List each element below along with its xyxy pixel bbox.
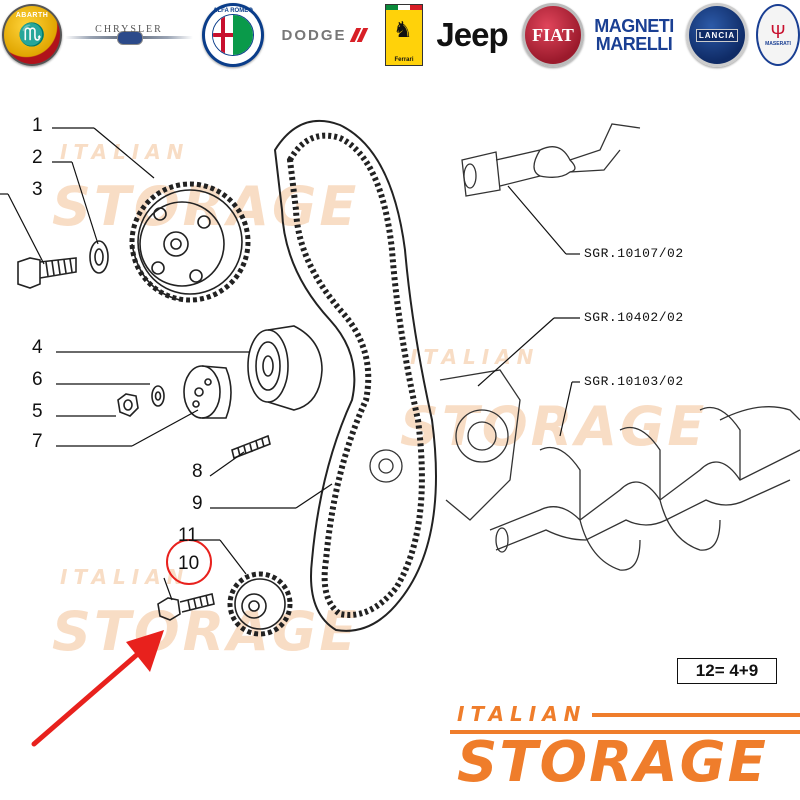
callout-5: 5 <box>32 401 43 422</box>
lancia-logo: LANCIA <box>686 3 748 67</box>
jeep-logo: Jeep <box>428 4 516 66</box>
marelli-label: MARELLI <box>595 34 673 54</box>
crank-bolt <box>157 593 215 621</box>
ref-crankshaft: SGR.10103/02 <box>584 374 684 389</box>
callout-9: 9 <box>192 493 203 514</box>
callout-2: 2 <box>32 147 43 168</box>
jeep-label: Jeep <box>436 16 508 53</box>
maserati-label: MASERATI <box>765 41 791 47</box>
callout-7: 7 <box>32 431 43 452</box>
camshaft-pulley <box>129 181 251 303</box>
dodge-logo: DODGE <box>268 4 378 66</box>
maserati-logo: Ψ MASERATI <box>756 4 800 66</box>
callout-6: 6 <box>32 369 43 390</box>
crankshaft-pulley <box>227 571 293 637</box>
ferrari-label: Ferrari <box>394 57 414 63</box>
logo-italian: ITALIAN <box>457 702 587 726</box>
logo-rule-top <box>592 713 800 717</box>
magneti-marelli-logo: MAGNETI MARELLI <box>588 4 680 66</box>
logo-rule-mid <box>450 730 800 734</box>
highlight-circle-icon <box>166 539 212 585</box>
abarth-logo: ♏ ABARTH <box>2 4 62 66</box>
prancing-horse-icon: ♞ <box>393 17 413 42</box>
abarth-label: ABARTH <box>15 12 49 19</box>
nut <box>117 393 139 417</box>
chrysler-logo: CHRYSLER <box>64 4 194 66</box>
cam-bolt <box>17 257 77 289</box>
ref-camshaft: SGR.10107/02 <box>584 246 684 261</box>
camshaft <box>461 123 641 197</box>
dodge-label: DODGE <box>281 26 347 44</box>
washer <box>89 240 109 274</box>
alfa-romeo-logo: ALFA ROMEO <box>202 3 264 67</box>
fiat-logo: FIAT <box>522 3 584 67</box>
callout-8: 8 <box>192 461 203 482</box>
chrysler-label: CHRYSLER <box>95 24 163 35</box>
callout-1: 1 <box>32 115 43 136</box>
pointer-arrow-icon <box>31 630 164 747</box>
brand-logo-strip: ♏ ABARTH CHRYSLER ALFA ROMEO DODGE ♞ Fer… <box>0 0 800 72</box>
stud <box>231 434 271 460</box>
alfa-romeo-label: ALFA ROMEO <box>213 8 253 14</box>
engine-block-section <box>369 369 521 521</box>
magneti-label: MAGNETI <box>594 16 674 36</box>
callout-11: 11 <box>178 525 198 546</box>
logo-storage: STORAGE <box>457 730 768 795</box>
callout-10: 10 <box>178 553 200 574</box>
lancia-label: LANCIA <box>695 28 739 42</box>
kit-formula-box: 12= 4+9 <box>677 658 777 684</box>
trident-icon: Ψ <box>770 22 786 42</box>
tensioner-hub <box>183 365 232 419</box>
ferrari-logo: ♞ Ferrari <box>384 4 424 66</box>
tensioner-bearing <box>247 325 323 411</box>
callout-3: 3 <box>32 179 43 200</box>
small-washer <box>151 385 165 407</box>
crankshaft <box>489 406 800 571</box>
fiat-label: FIAT <box>532 24 574 45</box>
callout-4: 4 <box>32 337 43 358</box>
timing-belt <box>273 119 437 632</box>
ref-engine-block: SGR.10402/02 <box>584 310 684 325</box>
